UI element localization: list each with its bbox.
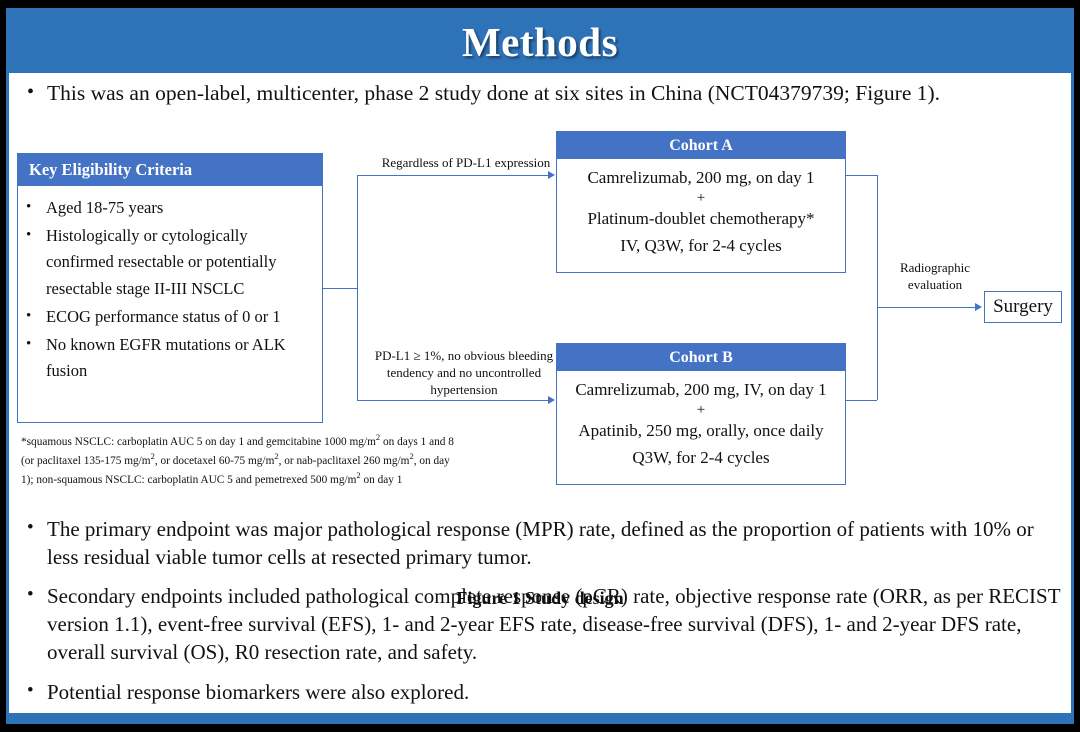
footnote-part: *squamous NSCLC: carboplatin AUC 5 on da… — [21, 435, 376, 448]
eligibility-criteria-card: Key Eligibility Criteria • Aged 18-75 ye… — [17, 153, 323, 423]
cohort-b-header: Cohort B — [557, 344, 845, 371]
footnote-part: , or docetaxel 60-75 mg/m — [154, 454, 275, 467]
cohort-b-line-1: Camrelizumab, 200 mg, IV, on day 1 — [575, 380, 827, 399]
list-item: • No known EGFR mutations or ALK fusion — [26, 332, 316, 385]
bullet-dot-icon: • — [26, 199, 32, 215]
list-item-label: Aged 18-75 years — [46, 198, 164, 217]
footnote-superscript: 2 — [274, 451, 279, 462]
intro-bullet-text: This was an open-label, multicenter, pha… — [47, 81, 941, 105]
list-item: • Histologically or cytologically confir… — [26, 223, 316, 303]
cohort-b-card: Cohort B Camrelizumab, 200 mg, IV, on da… — [556, 343, 846, 485]
list-item: • The primary endpoint was major patholo… — [21, 516, 1063, 571]
footnote-superscript: 2 — [409, 451, 414, 462]
connector-line-to-surgery — [877, 307, 977, 308]
arrow-head-surgery-icon — [975, 303, 982, 311]
footnote-part: , on day 1); non-squamous NSCLC: carbopl… — [21, 454, 450, 487]
footnote-part: , or nab-paclitaxel 260 mg/m — [278, 454, 410, 467]
eligibility-card-header: Key Eligibility Criteria — [18, 154, 322, 186]
list-item: • Secondary endpoints included pathologi… — [21, 583, 1063, 666]
cohort-a-line-2: Platinum-doublet chemotherapy* — [587, 209, 815, 229]
connector-label-regardless: Regardless of PD-L1 expression — [381, 155, 551, 170]
arrow-head-cohort-b-icon — [548, 396, 555, 404]
connector-line-elig-stub — [323, 288, 357, 289]
footnote-superscript: 2 — [150, 451, 155, 462]
cohort-a-plus: + — [696, 190, 706, 207]
chemotherapy-footnote: *squamous NSCLC: carboplatin AUC 5 on da… — [21, 431, 455, 488]
intro-bullet: • This was an open-label, multicenter, p… — [21, 80, 1061, 107]
figure-caption: Figure 1 Study design — [456, 588, 624, 608]
footnote-superscript: 2 — [356, 470, 361, 481]
cohort-a-card: Cohort A Camrelizumab, 200 mg, on day 1 … — [556, 131, 846, 273]
bullet-dot-icon: • — [27, 679, 34, 701]
cohort-a-header: Cohort A — [557, 132, 845, 159]
bullet-dot-icon: • — [27, 584, 34, 606]
connector-line-to-cohort-b — [357, 400, 549, 401]
bullet-dot-icon: • — [26, 335, 32, 352]
cohort-b-line-2: Apatinib, 250 mg, orally, once daily — [578, 421, 824, 441]
connector-line-cohort-b-out — [846, 400, 877, 401]
cohort-a-line-3: IV, Q3W, for 2-4 cycles — [620, 235, 782, 255]
surgery-box: Surgery — [984, 291, 1062, 323]
cohort-b-body: Camrelizumab, 200 mg, IV, on day 1 + Apa… — [557, 371, 845, 471]
list-item: • ECOG performance status of 0 or 1 — [26, 304, 316, 331]
study-design-diagram: Key Eligibility Criteria • Aged 18-75 ye… — [9, 113, 1071, 608]
list-item-label: Histologically or cytologically confirme… — [46, 225, 277, 299]
list-item: • Potential response biomarkers were als… — [21, 679, 1063, 707]
bullet-dot-icon: • — [27, 517, 34, 538]
cohort-a-body: Camrelizumab, 200 mg, on day 1 + Platinu… — [557, 159, 845, 259]
list-item: • Aged 18-75 years — [26, 195, 316, 222]
connector-line-merge-vertical — [877, 175, 878, 400]
arrow-head-cohort-a-icon — [548, 171, 555, 179]
footnote-part: on days 1 and 8 (or paclitaxel 135-175 m… — [21, 435, 454, 467]
list-item-label: No known EGFR mutations or ALK fusion — [46, 334, 286, 381]
eligibility-criteria-list: • Aged 18-75 years • Histologically or c… — [18, 186, 322, 385]
cohort-b-plus: + — [696, 402, 706, 419]
cohort-b-line-3: Q3W, for 2-4 cycles — [632, 447, 770, 467]
page-title: Methods — [461, 19, 619, 65]
bullet-dot-icon: • — [26, 307, 32, 324]
connector-line-fork-vertical — [357, 175, 358, 400]
connector-line-to-cohort-a — [357, 175, 549, 176]
connector-label-pdl1: PD-L1 ≥ 1%, no obvious bleeding tendency… — [374, 348, 554, 397]
list-item-label: Potential response biomarkers were also … — [47, 679, 470, 704]
connector-line-cohort-a-out — [846, 175, 877, 176]
bullet-dot-icon: • — [27, 81, 35, 103]
bullet-dot-icon: • — [26, 226, 32, 243]
slide-canvas: Methods • This was an open-label, multic… — [6, 8, 1074, 724]
list-item-label: Secondary endpoints included pathologica… — [47, 584, 1061, 664]
footnote-superscript: 2 — [375, 432, 381, 442]
cohort-a-line-1: Camrelizumab, 200 mg, on day 1 — [587, 168, 815, 187]
list-item-label: ECOG performance status of 0 or 1 — [46, 306, 281, 326]
list-item-label: The primary endpoint was major pathologi… — [47, 517, 1034, 569]
slide-footer-bar — [9, 713, 1071, 724]
footnote-part: on day 1 — [360, 474, 403, 487]
endpoints-bullet-list: • The primary endpoint was major patholo… — [21, 516, 1063, 718]
slide-header-bar — [9, 8, 1071, 73]
connector-label-radiographic: Radiographic evaluation — [899, 260, 971, 292]
